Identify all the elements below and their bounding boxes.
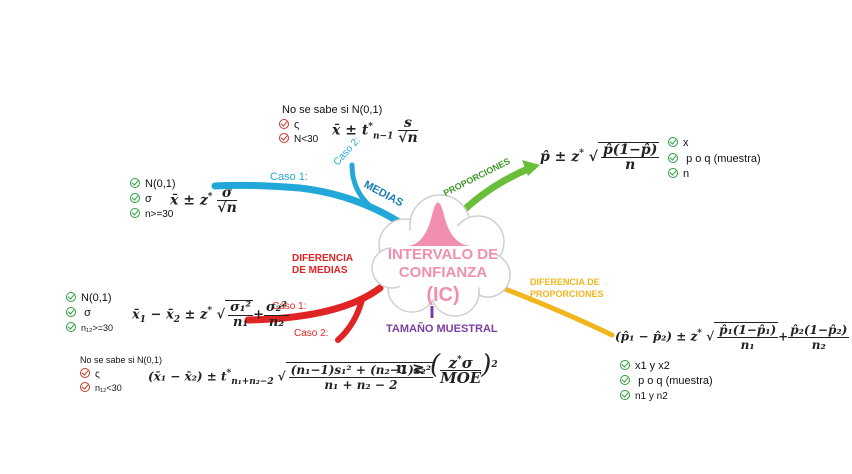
proporciones-item-2: p o q (muestra) [668, 153, 761, 166]
formula-medias-caso1: x̄ ± z* σ√n [170, 185, 237, 216]
check-icon [620, 390, 630, 400]
medias-caso1-item-1: N(0,1) [130, 178, 176, 191]
proporciones-item-3: n [668, 168, 689, 181]
check-icon [80, 382, 90, 392]
check-icon [668, 168, 678, 178]
difmedias-caso1-item-1: N(0,1) [66, 292, 112, 305]
difmedias-caso2-item-2: n₁₂<30 [80, 382, 122, 395]
label-medias-caso1: Caso 1: [270, 171, 308, 183]
medias-caso2-item-2: N<30 [279, 133, 318, 146]
difprop-item-2: p o q (muestra) [620, 375, 713, 388]
formula-medias-caso2: x̄ ± t*n−1 s√n [332, 115, 418, 146]
label-diferencia-medias-2: DE MEDIAS [292, 265, 348, 276]
formula-difmedias-caso2: (x̄₁ − x̄₂) ± t*n₁+n₂−2 √(n₁−1)s₁² + (n₂… [148, 362, 434, 392]
label-diferencia-proporciones-1: DIFERENCIA DE [530, 277, 600, 287]
formula-difprop: (p̂₁ − p̂₂) ± z* √p̂₁(1−p̂₁)n₁+p̂₂(1−p̂₂… [615, 322, 850, 352]
arrow-proporciones [522, 160, 540, 176]
medias-caso2-item-1: ς [279, 119, 299, 132]
medias-caso1-item-3: n>=30 [130, 208, 173, 221]
difprop-item-3: n1 y n2 [620, 390, 668, 403]
difmedias-caso2-item-1: ς [80, 368, 100, 381]
check-icon [66, 307, 76, 317]
difmedias-caso1-item-2: σ [66, 307, 91, 320]
check-icon [66, 322, 76, 332]
branch-medias [211, 181, 412, 232]
medias-caso1-item-2: σ [130, 193, 152, 206]
label-diferencia-medias-1: DIFERENCIA [292, 253, 354, 264]
branch-diferencia-proporciones [492, 282, 615, 338]
difprop-item-1: x1 y x2 [620, 360, 670, 373]
proporciones-item-1: x [668, 137, 689, 150]
center-title-line3: (IC) [426, 284, 460, 306]
check-icon [620, 360, 630, 370]
difmedias-caso2-title: No se sabe si N(0,1) [80, 355, 163, 365]
label-difmedias-caso2: Caso 2: [294, 328, 329, 339]
check-icon [130, 178, 140, 188]
check-icon [668, 137, 678, 147]
check-icon [66, 292, 76, 302]
label-tamano-muestral: TAMAÑO MUESTRAL [386, 323, 498, 335]
check-icon [130, 208, 140, 218]
check-icon [668, 153, 678, 163]
label-difmedias-caso1: Caso 1: [272, 301, 307, 312]
center-title-line2: CONFIANZA [398, 264, 488, 281]
branch-medias-caso2 [349, 162, 373, 209]
label-diferencia-proporciones-2: PROPORCIONES [530, 289, 604, 299]
check-icon [130, 193, 140, 203]
branch-proporciones [458, 164, 534, 216]
check-icon [279, 119, 289, 129]
difmedias-caso1-item-3: n₁₂>=30 [66, 322, 113, 335]
check-icon [80, 368, 90, 378]
medias-caso2-title: No se sabe si N(0,1) [282, 104, 383, 116]
center-title-line1: INTERVALO DE [387, 246, 499, 263]
bell-curve-icon [408, 202, 470, 246]
check-icon [620, 375, 630, 385]
branch-diferencia-medias [244, 284, 384, 324]
branch-diferencia-medias-caso2 [335, 297, 365, 343]
check-icon [279, 133, 289, 143]
formula-proporciones: p̂ ± z* √p̂(1−p̂)n [540, 142, 660, 173]
